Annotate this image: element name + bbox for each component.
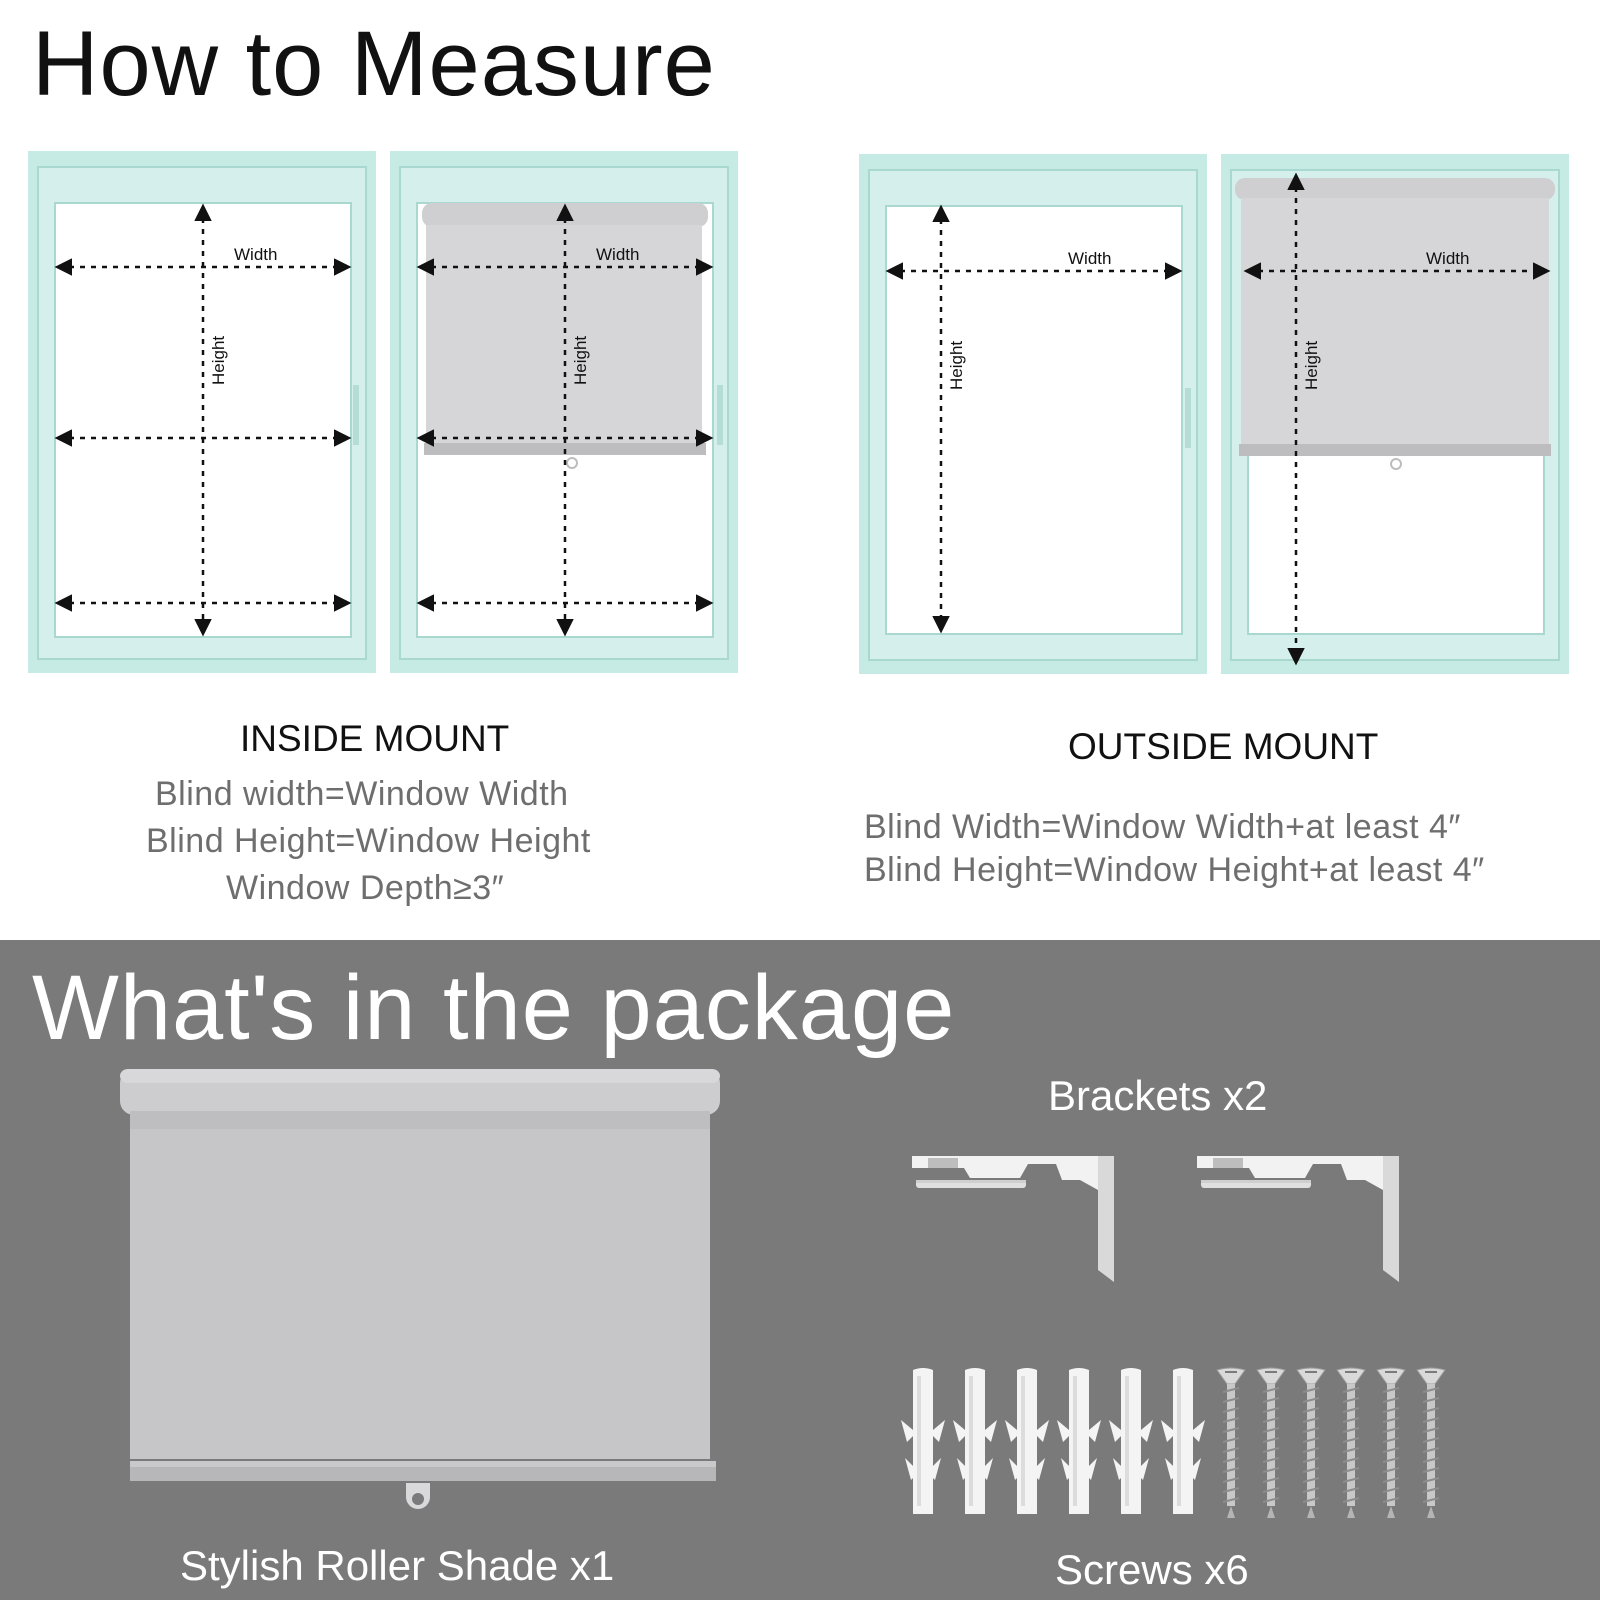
shade-fabric bbox=[1241, 198, 1549, 446]
height-label: Height bbox=[571, 336, 590, 385]
inside-mount-heading: INSIDE MOUNT bbox=[240, 718, 510, 759]
outside-mount-line: Blind Width=Window Width+at least 4″ bbox=[864, 808, 1461, 846]
screws-label: Screws x6 bbox=[1055, 1546, 1249, 1593]
brackets-label: Brackets x2 bbox=[1048, 1072, 1268, 1119]
inside-mount-diagram: Width Height Width Height bbox=[28, 151, 738, 673]
width-label: Width bbox=[1426, 249, 1469, 268]
outside-mount-heading: OUTSIDE MOUNT bbox=[1068, 726, 1379, 767]
shade-label: Stylish Roller Shade x1 bbox=[180, 1542, 615, 1589]
outside-mount-line: Blind Height=Window Height+at least 4″ bbox=[864, 851, 1485, 889]
shade-fabric bbox=[426, 225, 702, 445]
inside-mount-line: Window Depth≥3″ bbox=[226, 869, 505, 907]
roller-tube bbox=[422, 203, 708, 227]
package-title: What's in the package bbox=[32, 957, 956, 1059]
measure-title: How to Measure bbox=[32, 13, 716, 115]
anchors-and-screws-image bbox=[901, 1367, 1446, 1519]
outside-window-open: Width Height bbox=[859, 154, 1207, 674]
inside-mount-line: Blind width=Window Width bbox=[155, 775, 569, 813]
outside-window-shade: Width Height bbox=[1221, 154, 1569, 674]
bottom-bar bbox=[1239, 444, 1551, 456]
height-label: Height bbox=[1302, 341, 1321, 390]
outside-mount-diagram: Width Height Width Height bbox=[859, 154, 1569, 674]
width-label: Width bbox=[596, 245, 639, 264]
width-label: Width bbox=[1068, 249, 1111, 268]
width-label: Width bbox=[234, 245, 277, 264]
roller-tube bbox=[1235, 178, 1555, 200]
inside-window-shade: Width Height bbox=[390, 151, 738, 673]
inside-window-open: Width Height bbox=[28, 151, 376, 673]
inside-mount-line: Blind Height=Window Height bbox=[146, 822, 591, 860]
roller-shade-image bbox=[120, 1069, 720, 1509]
bracket-image bbox=[1197, 1156, 1399, 1282]
height-label: Height bbox=[209, 336, 228, 385]
height-label: Height bbox=[947, 341, 966, 390]
bracket-image bbox=[912, 1156, 1114, 1282]
